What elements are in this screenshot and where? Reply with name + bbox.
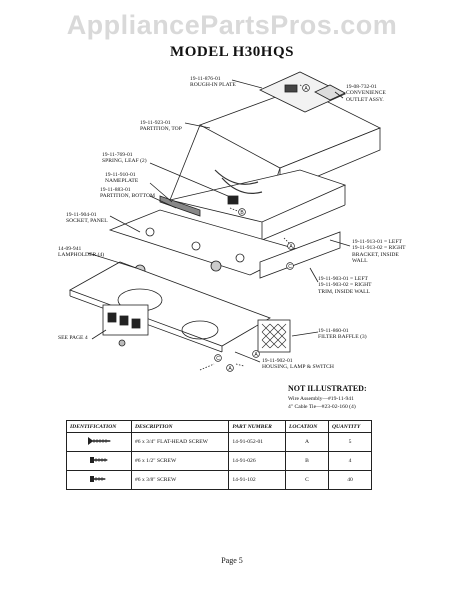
table-row: #6 x 3/4" FLAT-HEAD SCREW 14-91-052-01 A… (66, 432, 373, 452)
switch-shape (131, 318, 141, 329)
lamp-opening-shape (181, 320, 219, 340)
screw-icon (66, 470, 132, 490)
column-header: DESCRIPTION (130, 420, 230, 433)
table-cell: C (285, 470, 329, 490)
table-cell: 5 (327, 432, 373, 452)
leader-line (149, 182, 173, 203)
switch-shape (119, 315, 129, 326)
hardware-table: IDENTIFICATION DESCRIPTION PART NUMBER L… (66, 420, 373, 490)
flat-head-screw-icon (66, 432, 132, 452)
table-cell: 14-91-102 (228, 470, 286, 490)
location-marker-label: C (216, 356, 220, 362)
table-header-row: IDENTIFICATION DESCRIPTION PART NUMBER L… (66, 420, 373, 433)
location-marker-a (287, 242, 295, 250)
outlet-box-shape (314, 84, 346, 101)
table-row: #6 x 3/8" SCREW 14-91-102 C 40 (66, 470, 373, 490)
location-marker-label: C (288, 264, 292, 270)
trim-inside-wall-shape (259, 231, 341, 279)
leader-line (309, 267, 319, 283)
location-marker-c (214, 354, 222, 362)
location-marker-a (226, 364, 234, 372)
location-marker-label: A (289, 244, 293, 250)
location-marker-b (238, 208, 246, 216)
housing-lamp-switch-shape (69, 261, 271, 347)
page-number: Page 5 (221, 556, 243, 565)
plate-cutout-shape (284, 84, 298, 93)
column-header: IDENTIFICATION (66, 420, 132, 433)
column-header: PART NUMBER (228, 420, 286, 433)
location-marker-label: A (254, 352, 258, 358)
leader-line (91, 329, 107, 340)
table-cell: 40 (327, 470, 373, 490)
leader-line (184, 122, 211, 129)
spring-leaf-shape (227, 195, 239, 205)
socket-shape (191, 241, 201, 251)
table-cell: B (285, 451, 329, 471)
leader-line (149, 162, 229, 197)
lampholder-shape (210, 260, 222, 272)
leader-line (234, 351, 261, 363)
location-marker-label: B (240, 210, 244, 216)
table-cell: A (285, 432, 329, 452)
location-marker-c (286, 262, 294, 270)
location-marker-a (252, 350, 260, 358)
table-cell: 14-91-026 (228, 451, 286, 471)
socket-shape (235, 253, 245, 263)
location-marker-label: A (228, 366, 232, 372)
wire-bundle-shape (214, 169, 263, 194)
rough-in-plate-shape (259, 71, 346, 113)
leader-line (231, 79, 263, 89)
table-cell: #6 x 3/4" FLAT-HEAD SCREW (130, 432, 230, 452)
knob-shape (118, 339, 126, 347)
leader-line (109, 215, 141, 233)
leader-line (334, 91, 344, 99)
leader-line (329, 239, 351, 247)
table-cell: #6 x 1/2" SCREW (130, 451, 230, 471)
leader-line (87, 252, 137, 269)
screw-icon (66, 451, 132, 471)
callout-see-page-4: SEE PAGE 4 (58, 335, 88, 341)
leader-line (149, 195, 177, 209)
not-illustrated-item: 4" Cable Tie—#23-02-160 (4) (288, 404, 356, 410)
socket-shape (145, 227, 155, 237)
watermark: AppliancePartsPros.com (66, 10, 398, 40)
table-cell: 14-91-052-01 (228, 432, 286, 452)
table-row: #6 x 1/2" SCREW 14-91-026 B 4 (66, 451, 373, 471)
table-cell: #6 x 3/8" SCREW (130, 470, 230, 490)
switch-shape (107, 312, 117, 323)
nameplate-shape (159, 195, 201, 217)
leader-line (291, 331, 319, 337)
column-header: QUANTITY (327, 420, 373, 433)
not-illustrated-item: Wire Assembly—#19-11-941 (288, 396, 354, 402)
table-cell: 4 (327, 451, 373, 471)
not-illustrated-heading: NOT ILLUSTRATED: (288, 384, 367, 393)
location-marker-a (302, 84, 310, 92)
page-title: MODEL H30HQS (170, 44, 294, 60)
column-header: LOCATION (285, 420, 329, 433)
location-marker-label: A (304, 86, 308, 92)
